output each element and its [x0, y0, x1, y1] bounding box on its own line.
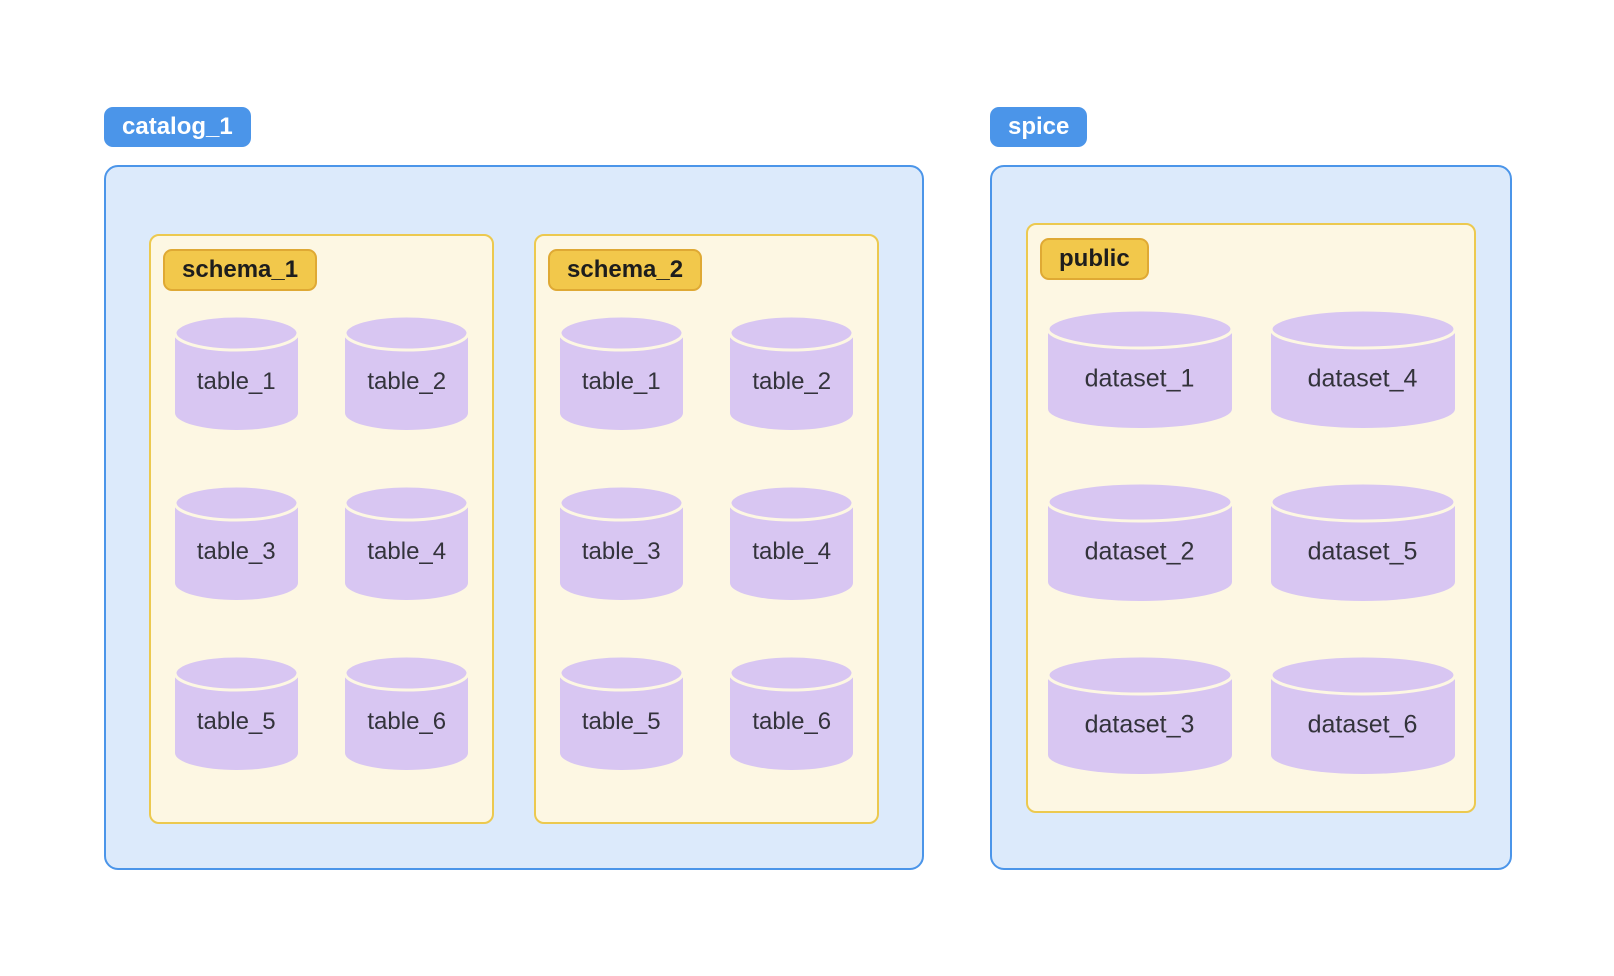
table-cylinder: table_2 — [343, 314, 470, 432]
catalog-group: catalog_1 schema_1 table_1 t — [104, 107, 930, 870]
database-cylinder-icon — [343, 654, 470, 770]
table-label: table_5 — [196, 708, 276, 736]
table-label: table_6 — [367, 708, 447, 736]
spice-group: spice public dataset_1 datas — [990, 107, 1512, 870]
table-label: table_6 — [752, 708, 832, 736]
table-cylinder: table_1 — [173, 314, 300, 432]
table-label: table_1 — [196, 368, 276, 396]
dataset-label: dataset_1 — [1084, 364, 1195, 393]
database-cylinder-icon — [1269, 481, 1456, 601]
dataset-cylinder: dataset_1 — [1046, 308, 1234, 430]
dataset-label: dataset_2 — [1084, 537, 1195, 566]
database-cylinder-icon — [173, 484, 300, 600]
table-label: table_3 — [196, 538, 276, 566]
database-cylinder-icon — [1046, 481, 1233, 601]
table-label: table_4 — [367, 538, 447, 566]
table-cylinder: table_6 — [343, 654, 470, 772]
database-cylinder-icon — [1269, 654, 1456, 774]
dataset-label: dataset_4 — [1307, 364, 1418, 393]
dataset-cylinder: dataset_6 — [1269, 654, 1457, 776]
database-cylinder-icon — [558, 314, 685, 430]
schema-box-2: schema_2 table_1 table_2 — [534, 234, 879, 824]
schema-1-badge: schema_1 — [163, 249, 318, 291]
table-cylinder: table_6 — [728, 654, 855, 772]
table-label: table_2 — [752, 368, 832, 396]
schema-box-1: schema_1 table_1 table_2 — [149, 234, 494, 824]
schema-2-badge: schema_2 — [548, 249, 703, 291]
database-cylinder-icon — [173, 314, 300, 430]
dataset-cylinder: dataset_2 — [1046, 481, 1234, 603]
table-cylinder: table_1 — [558, 314, 685, 432]
database-cylinder-icon — [343, 314, 470, 430]
database-cylinder-icon — [1269, 308, 1456, 428]
catalog-container: schema_1 table_1 table_2 — [104, 165, 924, 870]
public-badge: public — [1040, 238, 1149, 280]
public-box: public dataset_1 dataset_4 — [1026, 223, 1476, 813]
dataset-cylinder: dataset_4 — [1269, 308, 1457, 430]
table-cylinder: table_4 — [343, 484, 470, 602]
table-cylinder: table_3 — [558, 484, 685, 602]
table-label: table_2 — [367, 368, 447, 396]
table-cylinder: table_3 — [173, 484, 300, 602]
database-cylinder-icon — [558, 654, 685, 770]
public-dataset-grid: dataset_1 dataset_4 dataset_2 — [1028, 308, 1474, 776]
dataset-label: dataset_6 — [1307, 710, 1418, 739]
table-cylinder: table_2 — [728, 314, 855, 432]
database-cylinder-icon — [1046, 308, 1233, 428]
table-label: table_5 — [581, 708, 661, 736]
dataset-label: dataset_3 — [1084, 710, 1195, 739]
catalog-badge: catalog_1 — [104, 107, 251, 147]
table-label: table_1 — [581, 368, 661, 396]
database-cylinder-icon — [728, 484, 855, 600]
spice-badge: spice — [990, 107, 1088, 147]
spice-container: public dataset_1 dataset_4 — [990, 165, 1512, 870]
table-cylinder: table_5 — [173, 654, 300, 772]
table-label: table_3 — [581, 538, 661, 566]
database-cylinder-icon — [1046, 654, 1233, 774]
schema-2-table-grid: table_1 table_2 table_3 — [536, 314, 877, 772]
database-cylinder-icon — [173, 654, 300, 770]
dataset-cylinder: dataset_5 — [1269, 481, 1457, 603]
table-cylinder: table_5 — [558, 654, 685, 772]
table-label: table_4 — [752, 538, 832, 566]
dataset-label: dataset_5 — [1307, 537, 1418, 566]
database-cylinder-icon — [343, 484, 470, 600]
dataset-cylinder: dataset_3 — [1046, 654, 1234, 776]
database-cylinder-icon — [728, 314, 855, 430]
database-cylinder-icon — [558, 484, 685, 600]
schema-1-table-grid: table_1 table_2 table_3 — [151, 314, 492, 772]
table-cylinder: table_4 — [728, 484, 855, 602]
database-cylinder-icon — [728, 654, 855, 770]
